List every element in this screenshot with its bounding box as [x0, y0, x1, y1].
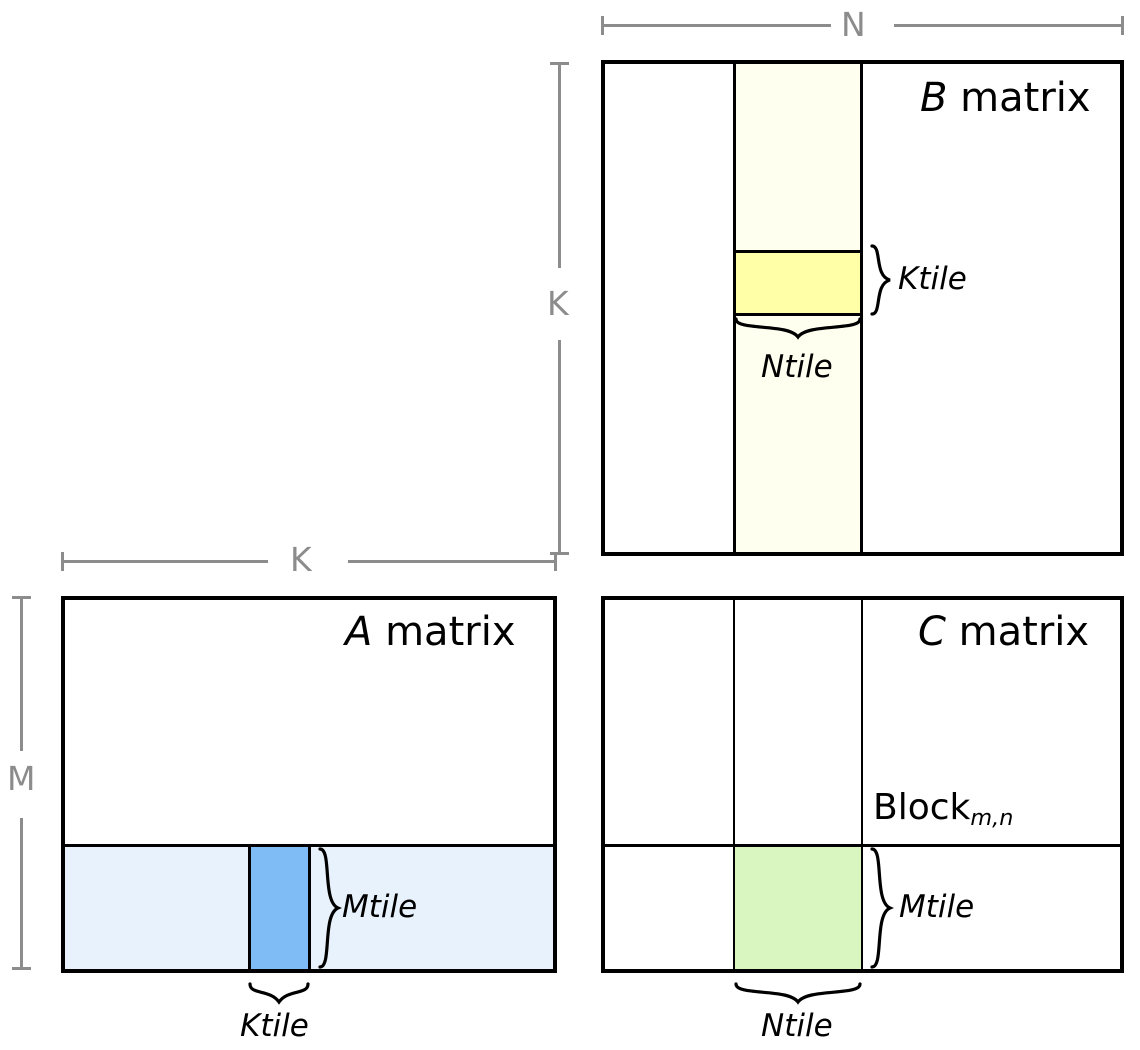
dimension-m-line-bottom [20, 818, 23, 970]
b-matrix-divider-left [733, 64, 736, 552]
c-matrix-ntile-label: Ntile [761, 1008, 833, 1044]
dimension-k-vertical-cap-bottom [550, 552, 569, 555]
dimension-k-vertical-line-bottom [558, 340, 561, 555]
b-matrix-ntile-brace [733, 316, 863, 342]
a-matrix-mtile-brace [316, 847, 342, 969]
c-matrix-block-label: Blockm,n [873, 790, 1013, 830]
c-matrix-block-label-subscript: m,n [970, 805, 1014, 832]
c-matrix-divider-right [861, 600, 863, 969]
a-matrix-box [61, 596, 557, 973]
c-matrix-divider-left [733, 600, 735, 969]
a-matrix-mtile-label: Mtile [342, 889, 418, 925]
b-matrix-label-word: matrix [960, 75, 1091, 121]
dimension-n-line-right [894, 24, 1124, 27]
a-matrix-label: A matrix [345, 612, 515, 652]
dimension-k-horizontal-label: K [290, 540, 312, 579]
dimension-k-horizontal-line-left [61, 560, 268, 563]
a-matrix-label-word: matrix [385, 609, 516, 655]
c-matrix-box [601, 596, 1124, 973]
dimension-n-label: N [841, 5, 866, 44]
dimension-k-horizontal-cap-right [554, 552, 557, 571]
a-matrix-divider-top [65, 844, 553, 847]
a-matrix-ktile-brace [247, 981, 311, 1007]
c-matrix-label-var: C [918, 609, 946, 655]
b-matrix-label: B matrix [920, 78, 1091, 118]
dimension-n-line-left [601, 24, 831, 27]
b-matrix-box [601, 60, 1124, 556]
c-matrix-label: C matrix [918, 612, 1089, 652]
c-matrix-label-word: matrix [958, 609, 1090, 655]
c-matrix-mtile-ntile-block [733, 846, 863, 969]
b-matrix-label-var: B [920, 75, 948, 121]
c-matrix-mtile-brace [868, 847, 894, 969]
c-matrix-divider-top [605, 844, 1120, 847]
b-matrix-ktile-ntile-block [733, 250, 863, 316]
a-matrix-mtile-ktile-block [248, 846, 311, 969]
c-matrix-block-label-text: Block [873, 787, 971, 828]
dimension-m-cap-bottom [12, 967, 31, 970]
dimension-m-label: M [7, 759, 36, 798]
dimension-m-line-top [20, 596, 23, 751]
c-matrix-ntile-brace [733, 981, 863, 1007]
b-matrix-ktile-label: Ktile [898, 261, 967, 297]
dimension-n-cap-right [1121, 16, 1124, 35]
b-matrix-ktile-brace [868, 244, 894, 316]
dimension-k-horizontal-line-right [348, 560, 554, 563]
a-matrix-label-var: A [345, 609, 373, 655]
b-matrix-ntile-label: Ntile [761, 349, 833, 385]
b-matrix-divider-right [860, 64, 863, 552]
dimension-k-vertical-line-top [558, 62, 561, 268]
c-matrix-mtile-label: Mtile [899, 889, 975, 925]
dimension-k-vertical-label: K [547, 284, 569, 323]
a-matrix-ktile-label: Ktile [240, 1008, 309, 1044]
